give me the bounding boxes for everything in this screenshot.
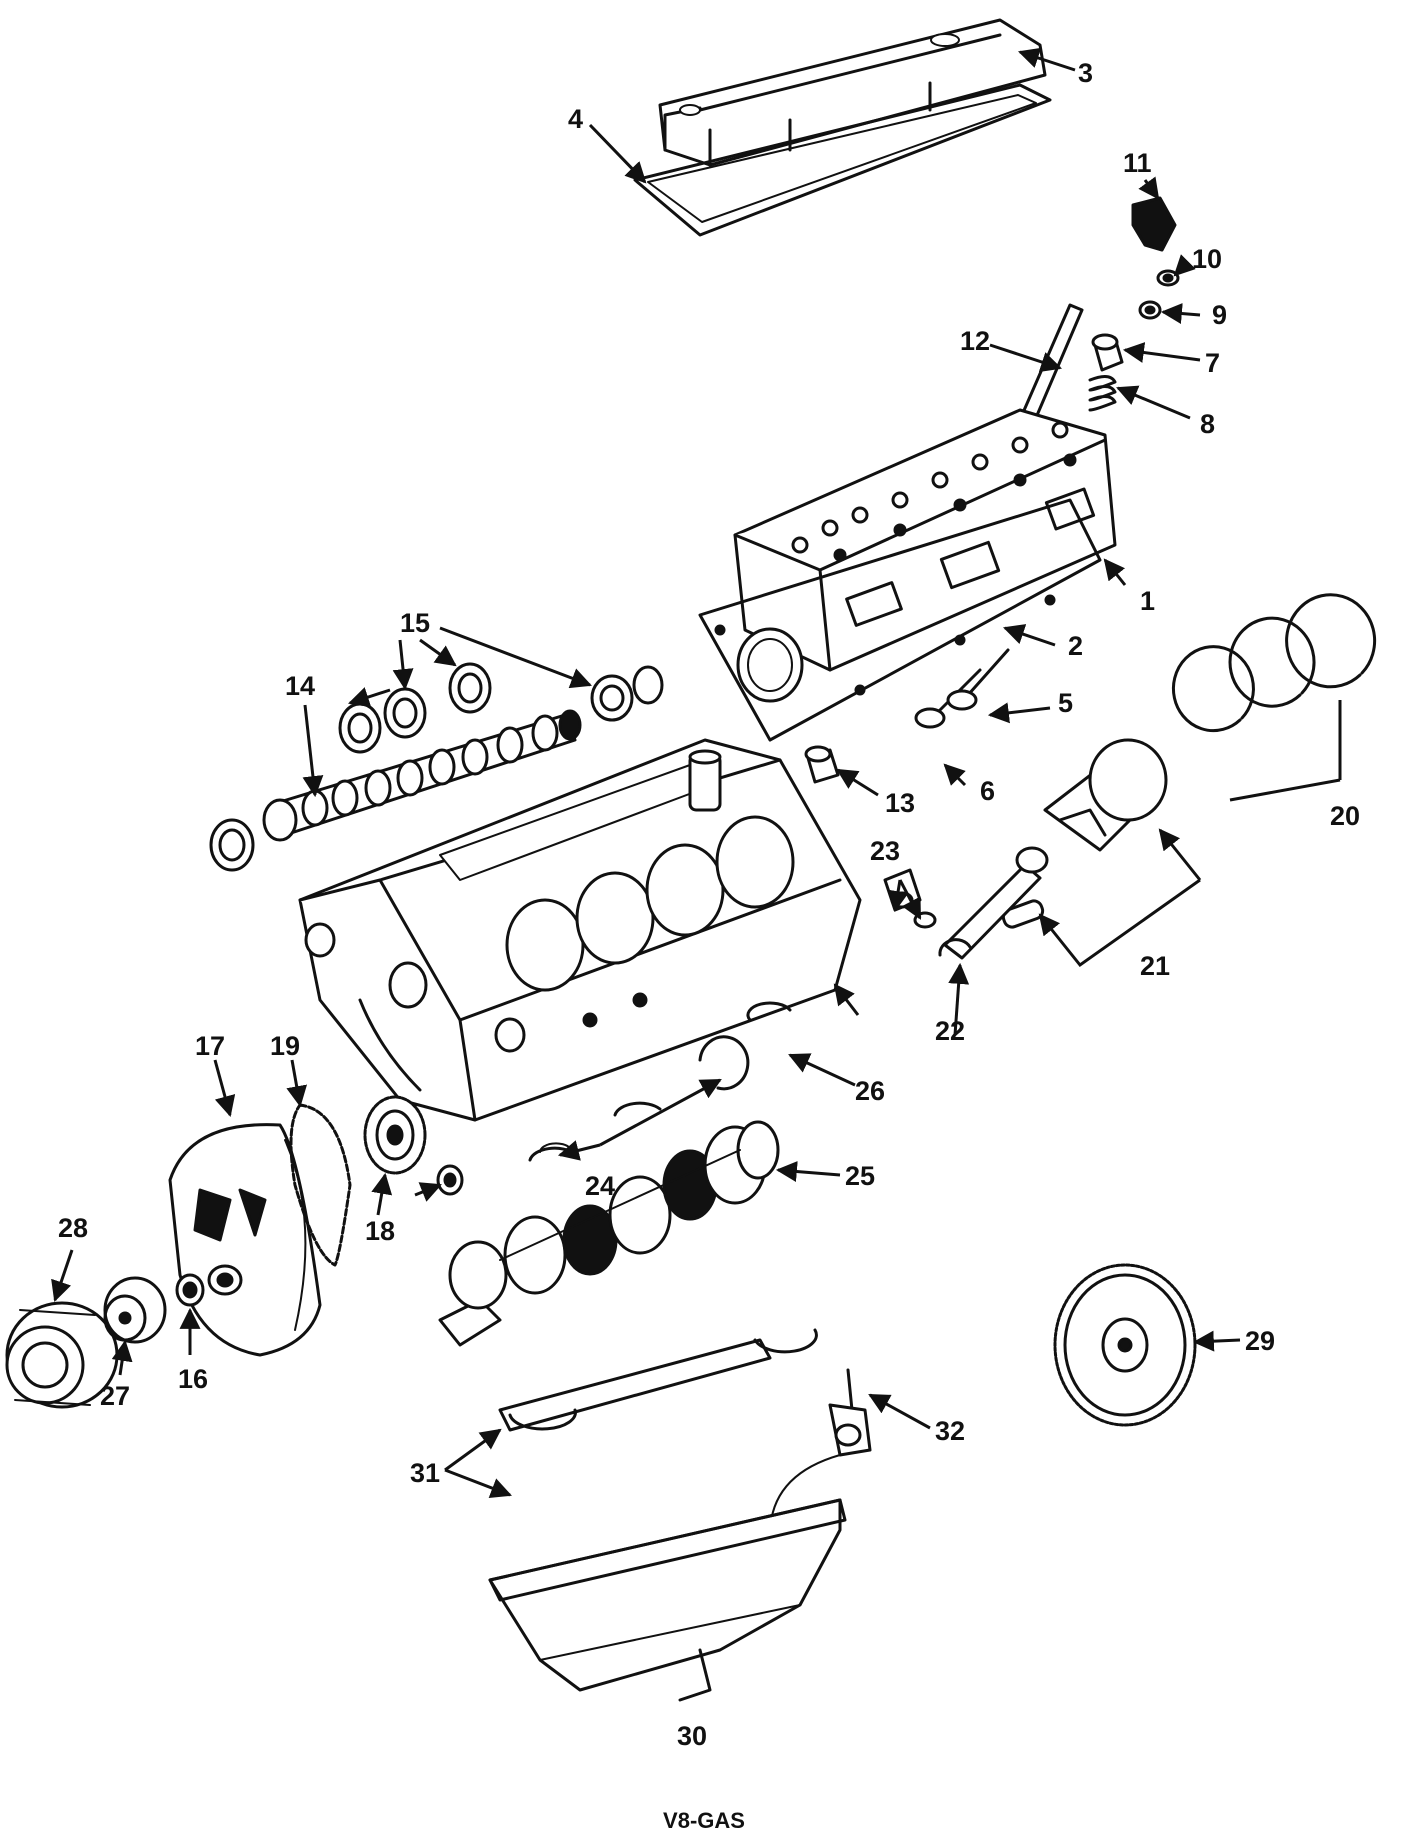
timing-cover <box>168 1123 322 1357</box>
main-bearings <box>528 1101 662 1162</box>
callout-6: 6 <box>980 776 995 806</box>
callout-17: 17 <box>195 1031 225 1061</box>
diagram-caption: V8-GAS <box>663 1808 745 1833</box>
oil-pump <box>769 1368 872 1551</box>
callout-16: 16 <box>178 1364 208 1394</box>
callout-7: 7 <box>1205 348 1220 378</box>
callout-28: 28 <box>58 1213 88 1243</box>
callout-22: 22 <box>935 1016 965 1046</box>
head-gasket <box>698 498 1102 742</box>
callout-1: 1 <box>1140 586 1155 616</box>
callout-26: 26 <box>855 1076 885 1106</box>
camshaft <box>209 709 582 872</box>
rocker-ball <box>1156 269 1180 287</box>
connecting-rod <box>938 846 1049 960</box>
callout-13: 13 <box>885 788 915 818</box>
cylinder-head <box>733 408 1117 672</box>
leader-lines <box>51 47 1342 1499</box>
piston-rings <box>1171 593 1377 733</box>
valve-cover-gasket <box>633 83 1052 237</box>
front-seal <box>175 1273 205 1307</box>
valve-cover <box>658 18 1047 167</box>
valve-spring <box>1088 375 1117 412</box>
flywheel <box>1053 1263 1197 1427</box>
callout-23: 23 <box>870 836 900 866</box>
piston <box>1001 738 1168 929</box>
rocker-arm <box>1131 196 1177 252</box>
callout-31: 31 <box>410 1458 440 1488</box>
callout-10: 10 <box>1192 244 1222 274</box>
callout-3: 3 <box>1078 58 1093 88</box>
callout-4: 4 <box>568 104 583 134</box>
valve-stem-seal <box>1091 333 1124 372</box>
push-rod <box>1020 303 1084 422</box>
callout-2: 2 <box>1068 631 1083 661</box>
cam-timing-gear <box>363 1095 464 1196</box>
thrust-bearing <box>698 1001 792 1091</box>
callout-15: 15 <box>400 608 430 638</box>
engine-block <box>298 738 862 1122</box>
callout-29: 29 <box>1245 1326 1275 1356</box>
callout-21: 21 <box>1140 951 1170 981</box>
callout-20: 20 <box>1330 801 1360 831</box>
callout-27: 27 <box>100 1381 130 1411</box>
callout-11: 11 <box>1123 148 1152 178</box>
valve-lifter <box>804 745 840 784</box>
callout-labels: 1 2 3 4 5 6 7 8 9 10 11 12 13 14 15 16 1… <box>58 58 1360 1751</box>
valve-retainer <box>1138 300 1162 320</box>
callout-24: 24 <box>585 1171 615 1201</box>
cam-bearings <box>338 662 664 754</box>
intake-exhaust-valves <box>914 648 1010 729</box>
callout-8: 8 <box>1200 409 1215 439</box>
callout-30: 30 <box>677 1721 707 1751</box>
callout-9: 9 <box>1212 300 1227 330</box>
oil-pan-gasket <box>498 1328 818 1432</box>
crank-pulley <box>103 1276 167 1344</box>
callout-14: 14 <box>285 671 315 701</box>
timing-chain <box>289 1103 352 1267</box>
crankshaft <box>438 1120 780 1347</box>
oil-pan <box>488 1498 847 1702</box>
callout-19: 19 <box>270 1031 300 1061</box>
callout-18: 18 <box>365 1216 395 1246</box>
callout-25: 25 <box>845 1161 875 1191</box>
callout-5: 5 <box>1058 688 1073 718</box>
callout-32: 32 <box>935 1416 965 1446</box>
harmonic-balancer <box>5 1301 119 1409</box>
callout-12: 12 <box>960 326 990 356</box>
